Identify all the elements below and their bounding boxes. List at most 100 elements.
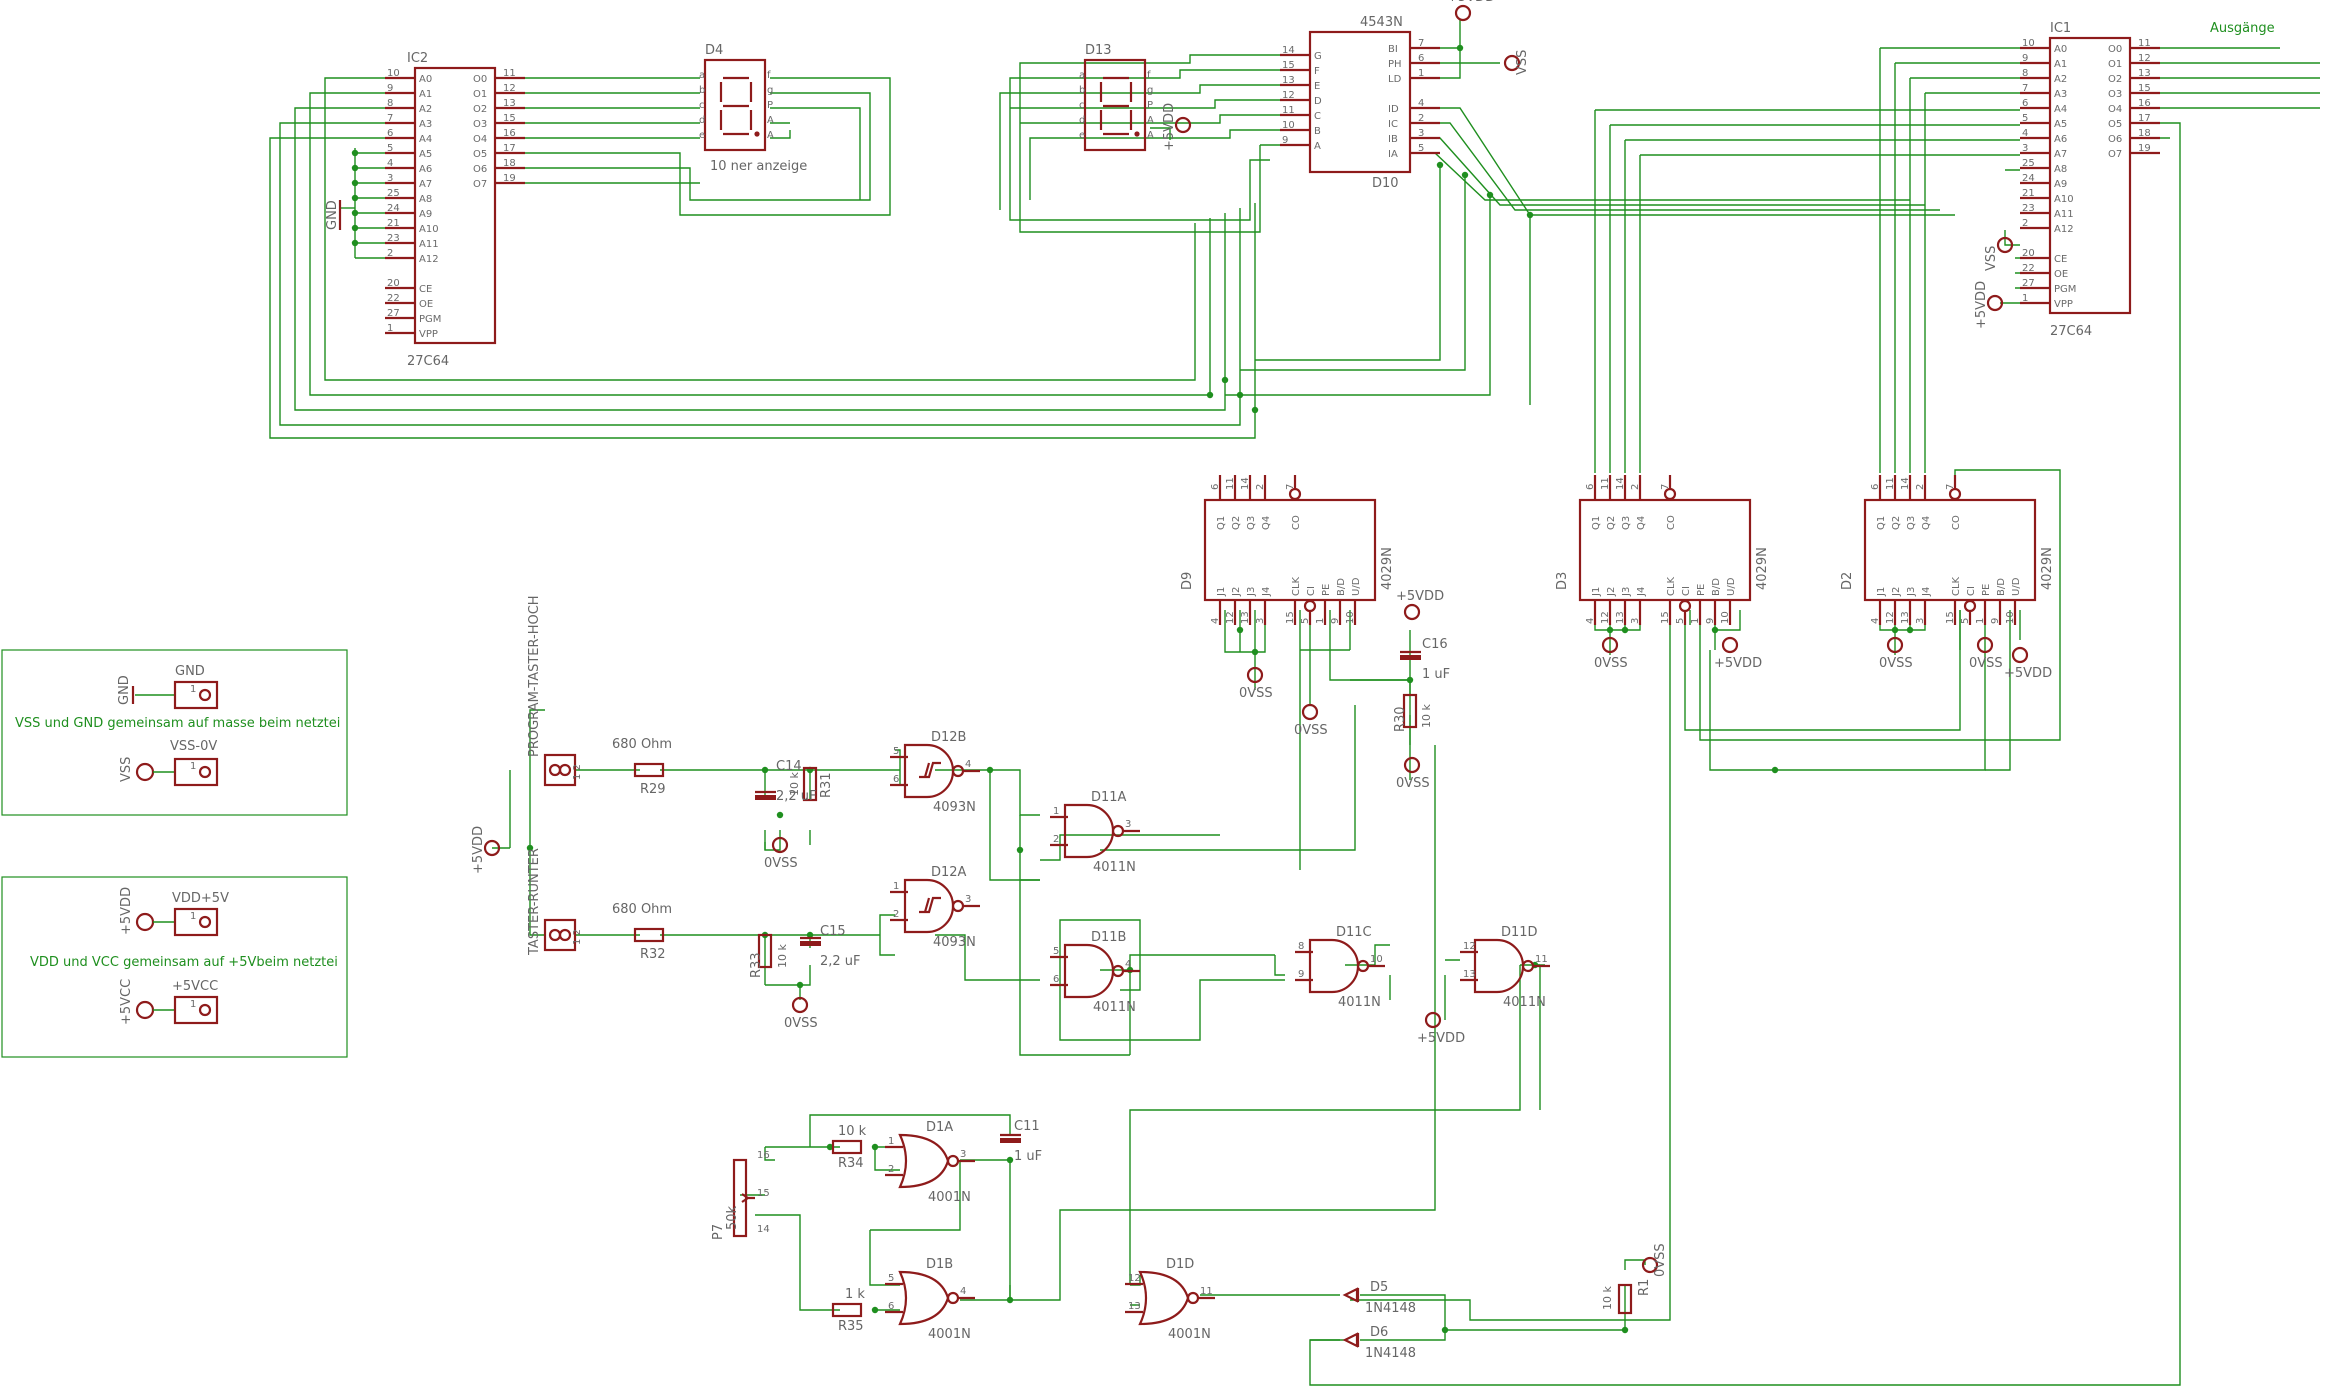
gate-name: D12A [931,865,967,880]
c16-capacitor[interactable]: C16 1 uF [1400,637,1450,682]
r35-resistor[interactable]: 1 k R35 [831,1287,865,1334]
pin-label: O7 [2108,149,2122,160]
d9-pins: 6Q111Q214Q32Q47CO4J112J213J33J415CLK5CI1… [1210,475,1362,625]
switch-down[interactable]: TASTER-RUNTER 1 2 [527,848,583,956]
pin-number: 19 [2138,143,2151,154]
pin-number: 11 [2138,38,2151,49]
pin-label: E [1314,81,1320,92]
pin-label: O4 [473,134,487,145]
ic2-chip[interactable]: IC2 27C64 10A09A18A27A36A45A54A63A725A82… [385,51,525,369]
d6-diode[interactable]: D6 1N4148 [1342,1325,1416,1361]
d2-chip[interactable]: D2 4029N 6Q111Q214Q32Q47CO4J112J213J33J4… [1840,475,2055,625]
pin-number: 24 [2022,173,2035,184]
d3-chip[interactable]: D3 4029N 6Q111Q214Q32Q47CO4J112J213J33J4… [1555,475,1770,625]
d5-diode[interactable]: D5 1N4148 [1342,1280,1416,1316]
r34-resistor[interactable]: 10 k R34 [831,1124,867,1171]
nand-body [1473,938,1525,994]
pin-number: 5 [1675,618,1686,624]
p7-pin3: 14 [757,1224,770,1235]
pin-number: 5 [1960,618,1971,624]
pin-number: 1 [1053,806,1059,817]
ic1-chip[interactable]: IC1 27C64 10A09A18A27A36A45A54A63A725A82… [2020,21,2160,339]
c11-capacitor[interactable]: C11 1 uF [1000,1119,1042,1164]
pin-number: 4 [1418,98,1424,109]
r30-resistor[interactable]: R30 10 k [1393,693,1433,732]
d9-chip[interactable]: D9 4029N 6Q111Q214Q32Q47CO4J112J213J33J4… [1180,475,1395,625]
gnd-net-label: GND [117,675,132,705]
pin-number: 10 [1345,611,1356,624]
p7-potentiometer[interactable]: P7 50k 16 15 14 [711,1150,770,1240]
pin-number: 4 [1870,618,1881,624]
pin-number: 2 [2022,218,2028,229]
inverter-bubble [1111,964,1125,978]
pin-label: J2 [1606,587,1617,597]
c11-name: C11 [1014,1119,1040,1134]
ic2-left-pins: 10A09A18A27A36A45A54A63A725A824A921A1023… [385,68,441,340]
supply-5vdd: +5VDD [1162,103,1192,151]
p7-pin2: 15 [757,1188,770,1199]
pin-number: 11 [1885,477,1896,490]
p7-value: 50k [725,1205,740,1230]
r1-resistor[interactable]: 10 k R1 [1601,1279,1652,1315]
gate-name: D11A [1091,790,1127,805]
supply-5vdd: +5VDD [1417,1011,1465,1046]
pin-label: U/D [2011,577,2022,596]
inverter-bubble [1186,1291,1200,1305]
segment-pin-label: a [699,70,705,81]
supply-5vdd: +5VDD [1396,589,1444,621]
pin-label: Q1 [1591,516,1602,530]
r32-name: R32 [640,947,666,962]
r33-resistor[interactable]: R33 10 k [749,933,789,978]
segment-pin-label: d [1079,115,1085,126]
pin-number: 1 [888,1136,894,1147]
pin-number: 11 [1282,105,1295,116]
pin-label: C [1314,111,1321,122]
pin-number: 5 [888,1273,894,1284]
pin-label: J3 [1906,587,1917,597]
r30-name: R30 [1393,706,1408,732]
pin-label: A11 [419,239,439,250]
r32-resistor[interactable]: 680 Ohm R32 [612,902,672,962]
r31-resistor[interactable]: 10 k R31 [788,766,834,802]
c14-capacitor[interactable]: C14 2,2 uF [755,759,817,804]
vcc5-connector-name: +5VCC [172,979,218,994]
pin-label: CO [1666,515,1677,530]
pin-number: 12 [1885,611,1896,624]
segment-pin-label: f [767,70,771,81]
r34-name: R34 [838,1156,864,1171]
pin-label: CE [419,284,432,295]
supply-symbols: +5VDDVSS+5VDD0VSS0VSS+5VDD0VSS0VSS+5VDD0… [325,0,2052,1277]
segment-pin-label: A [767,130,774,141]
ic1-name: IC1 [2050,21,2071,36]
gate-name: D12B [931,730,966,745]
c15-value: 2,2 uF [820,954,861,969]
pin-label: CI [1966,586,1977,596]
pin-label: O3 [473,119,487,130]
pin-number: 11 [1535,954,1548,965]
pin-label: A4 [2054,104,2067,115]
pin-label: A10 [419,224,439,235]
pin-label: J3 [1621,587,1632,597]
c15-capacitor[interactable]: C15 2,2 uF [800,924,861,969]
r29-resistor[interactable]: 680 Ohm R29 [612,737,672,797]
r33-value: 10 k [776,944,789,968]
pin-label: OE [2054,269,2068,280]
d13-digit [1099,76,1140,137]
pin-label: J3 [1246,587,1257,597]
pin-number: 15 [503,113,516,124]
pin-number: 1 [1690,618,1701,624]
switch-up[interactable]: PROGRAM-TASTER-HOCH 1 2 [527,595,583,787]
